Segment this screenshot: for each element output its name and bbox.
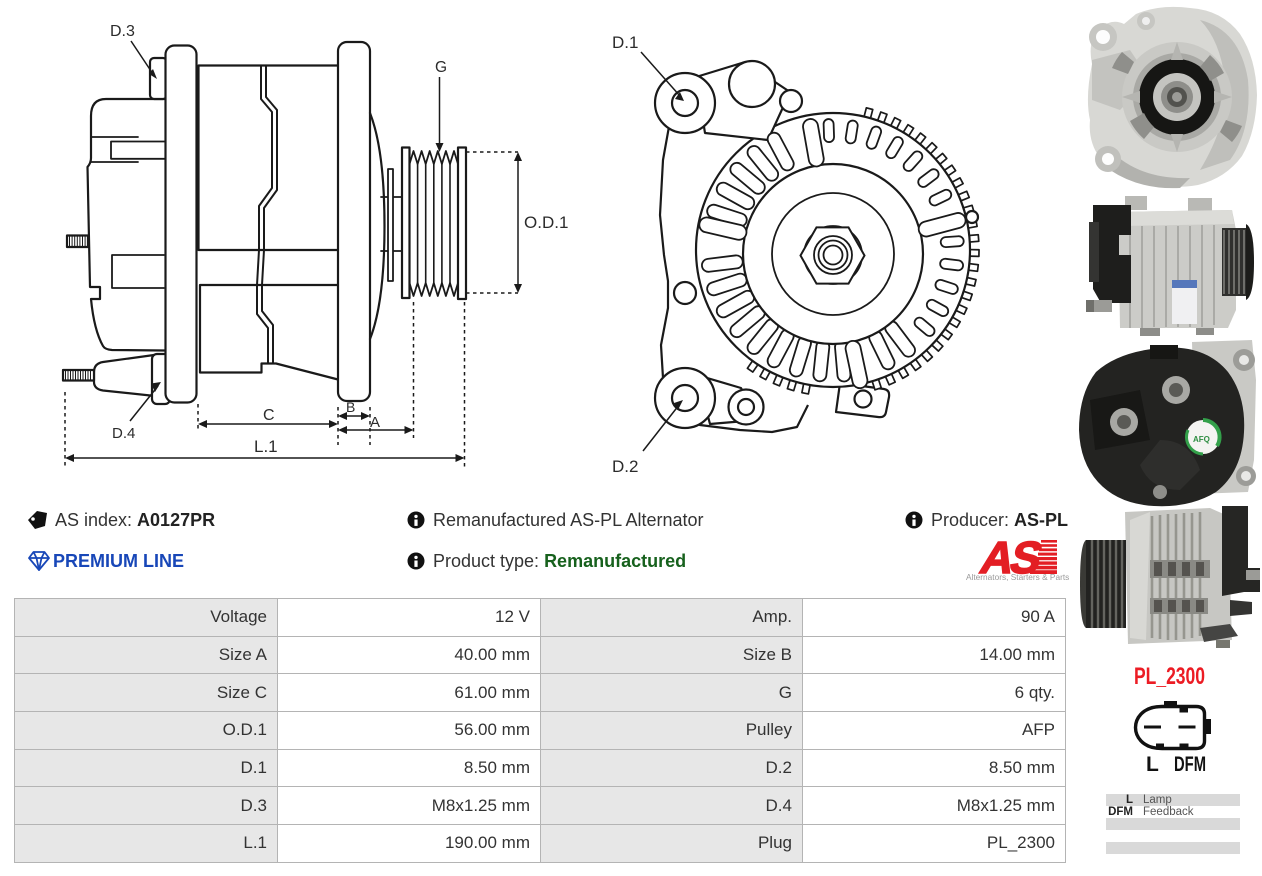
svg-text:O.D.1: O.D.1 bbox=[524, 213, 568, 232]
svg-text:D.3: D.3 bbox=[110, 23, 135, 40]
svg-text:L.1: L.1 bbox=[254, 437, 278, 456]
svg-text:G: G bbox=[435, 59, 447, 76]
svg-text:D.4: D.4 bbox=[112, 425, 135, 442]
svg-text:B: B bbox=[346, 399, 355, 415]
svg-text:D.1: D.1 bbox=[612, 33, 638, 52]
svg-text:D.2: D.2 bbox=[612, 457, 638, 476]
svg-text:A: A bbox=[370, 414, 380, 431]
svg-text:C: C bbox=[263, 407, 275, 424]
svg-text:AFQ: AFQ bbox=[1193, 435, 1210, 444]
